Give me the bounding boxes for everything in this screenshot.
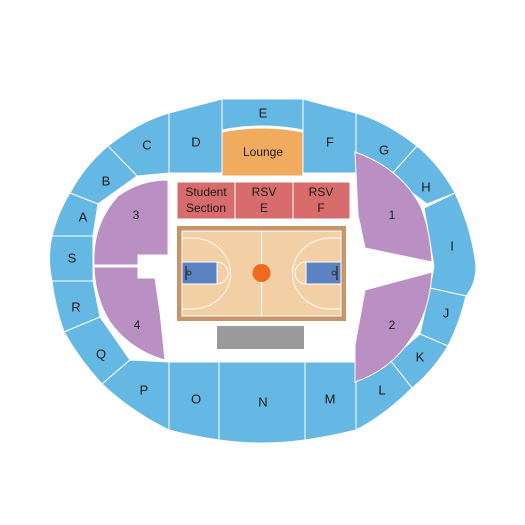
label-Q: Q: [96, 346, 106, 361]
label-B: B: [102, 173, 111, 188]
label-rsv-e-line2: E: [260, 201, 268, 215]
student-section[interactable]: [176, 181, 236, 220]
left-three-point-line: [182, 237, 232, 310]
label-3: 3: [133, 208, 140, 222]
label-J: J: [443, 305, 450, 320]
right-free-throw-arc: [294, 261, 307, 285]
label-2: 2: [389, 318, 396, 332]
label-M: M: [325, 391, 336, 406]
section-4[interactable]: [93, 266, 166, 361]
label-lounge: Lounge: [243, 145, 283, 159]
section-2[interactable]: [354, 271, 433, 383]
section-1[interactable]: [354, 151, 433, 263]
label-P: P: [140, 382, 149, 397]
label-1: 1: [389, 208, 396, 222]
left-hoop: [186, 270, 192, 276]
label-student-line2: Section: [186, 201, 226, 215]
section-H[interactable]: [389, 145, 456, 205]
label-N: N: [258, 394, 267, 409]
label-R: R: [71, 299, 80, 314]
label-K: K: [416, 349, 425, 364]
label-student-line1: Student: [185, 185, 227, 199]
floor-sections: [176, 181, 351, 220]
right-three-point-line: [291, 237, 341, 310]
left-paint: [181, 261, 218, 285]
label-E: E: [259, 105, 268, 120]
stage-area: [217, 326, 304, 349]
label-I: I: [450, 238, 454, 253]
section-rsv-f[interactable]: [292, 181, 351, 220]
basketball-icon: [252, 264, 271, 282]
label-C: C: [142, 137, 151, 152]
basketball-court: [177, 226, 346, 321]
right-paint: [305, 261, 342, 285]
label-L: L: [378, 382, 385, 397]
section-M[interactable]: [304, 361, 357, 441]
section-rsv-e[interactable]: [234, 181, 294, 220]
label-rsv-e-line1: RSV: [252, 185, 277, 199]
label-F: F: [326, 134, 334, 149]
section-A[interactable]: [51, 192, 99, 237]
label-G: G: [379, 142, 389, 157]
label-S: S: [68, 250, 77, 265]
section-3[interactable]: [93, 179, 169, 266]
right-hoop: [331, 270, 337, 276]
section-C[interactable]: [107, 112, 170, 177]
label-H: H: [421, 179, 430, 194]
lounge-section[interactable]: [221, 127, 304, 177]
section-labels: E D F C G B H A I S R J Q K P L O N M 3 …: [68, 105, 454, 409]
lower-bowl: [93, 151, 433, 383]
label-rsv-f-line2: F: [317, 201, 324, 215]
left-free-throw-arc: [216, 261, 229, 285]
label-O: O: [191, 391, 201, 406]
label-D: D: [191, 134, 200, 149]
label-A: A: [79, 209, 88, 224]
label-rsv-f-line1: RSV: [309, 185, 334, 199]
section-B[interactable]: [69, 145, 138, 205]
label-4: 4: [134, 318, 141, 332]
